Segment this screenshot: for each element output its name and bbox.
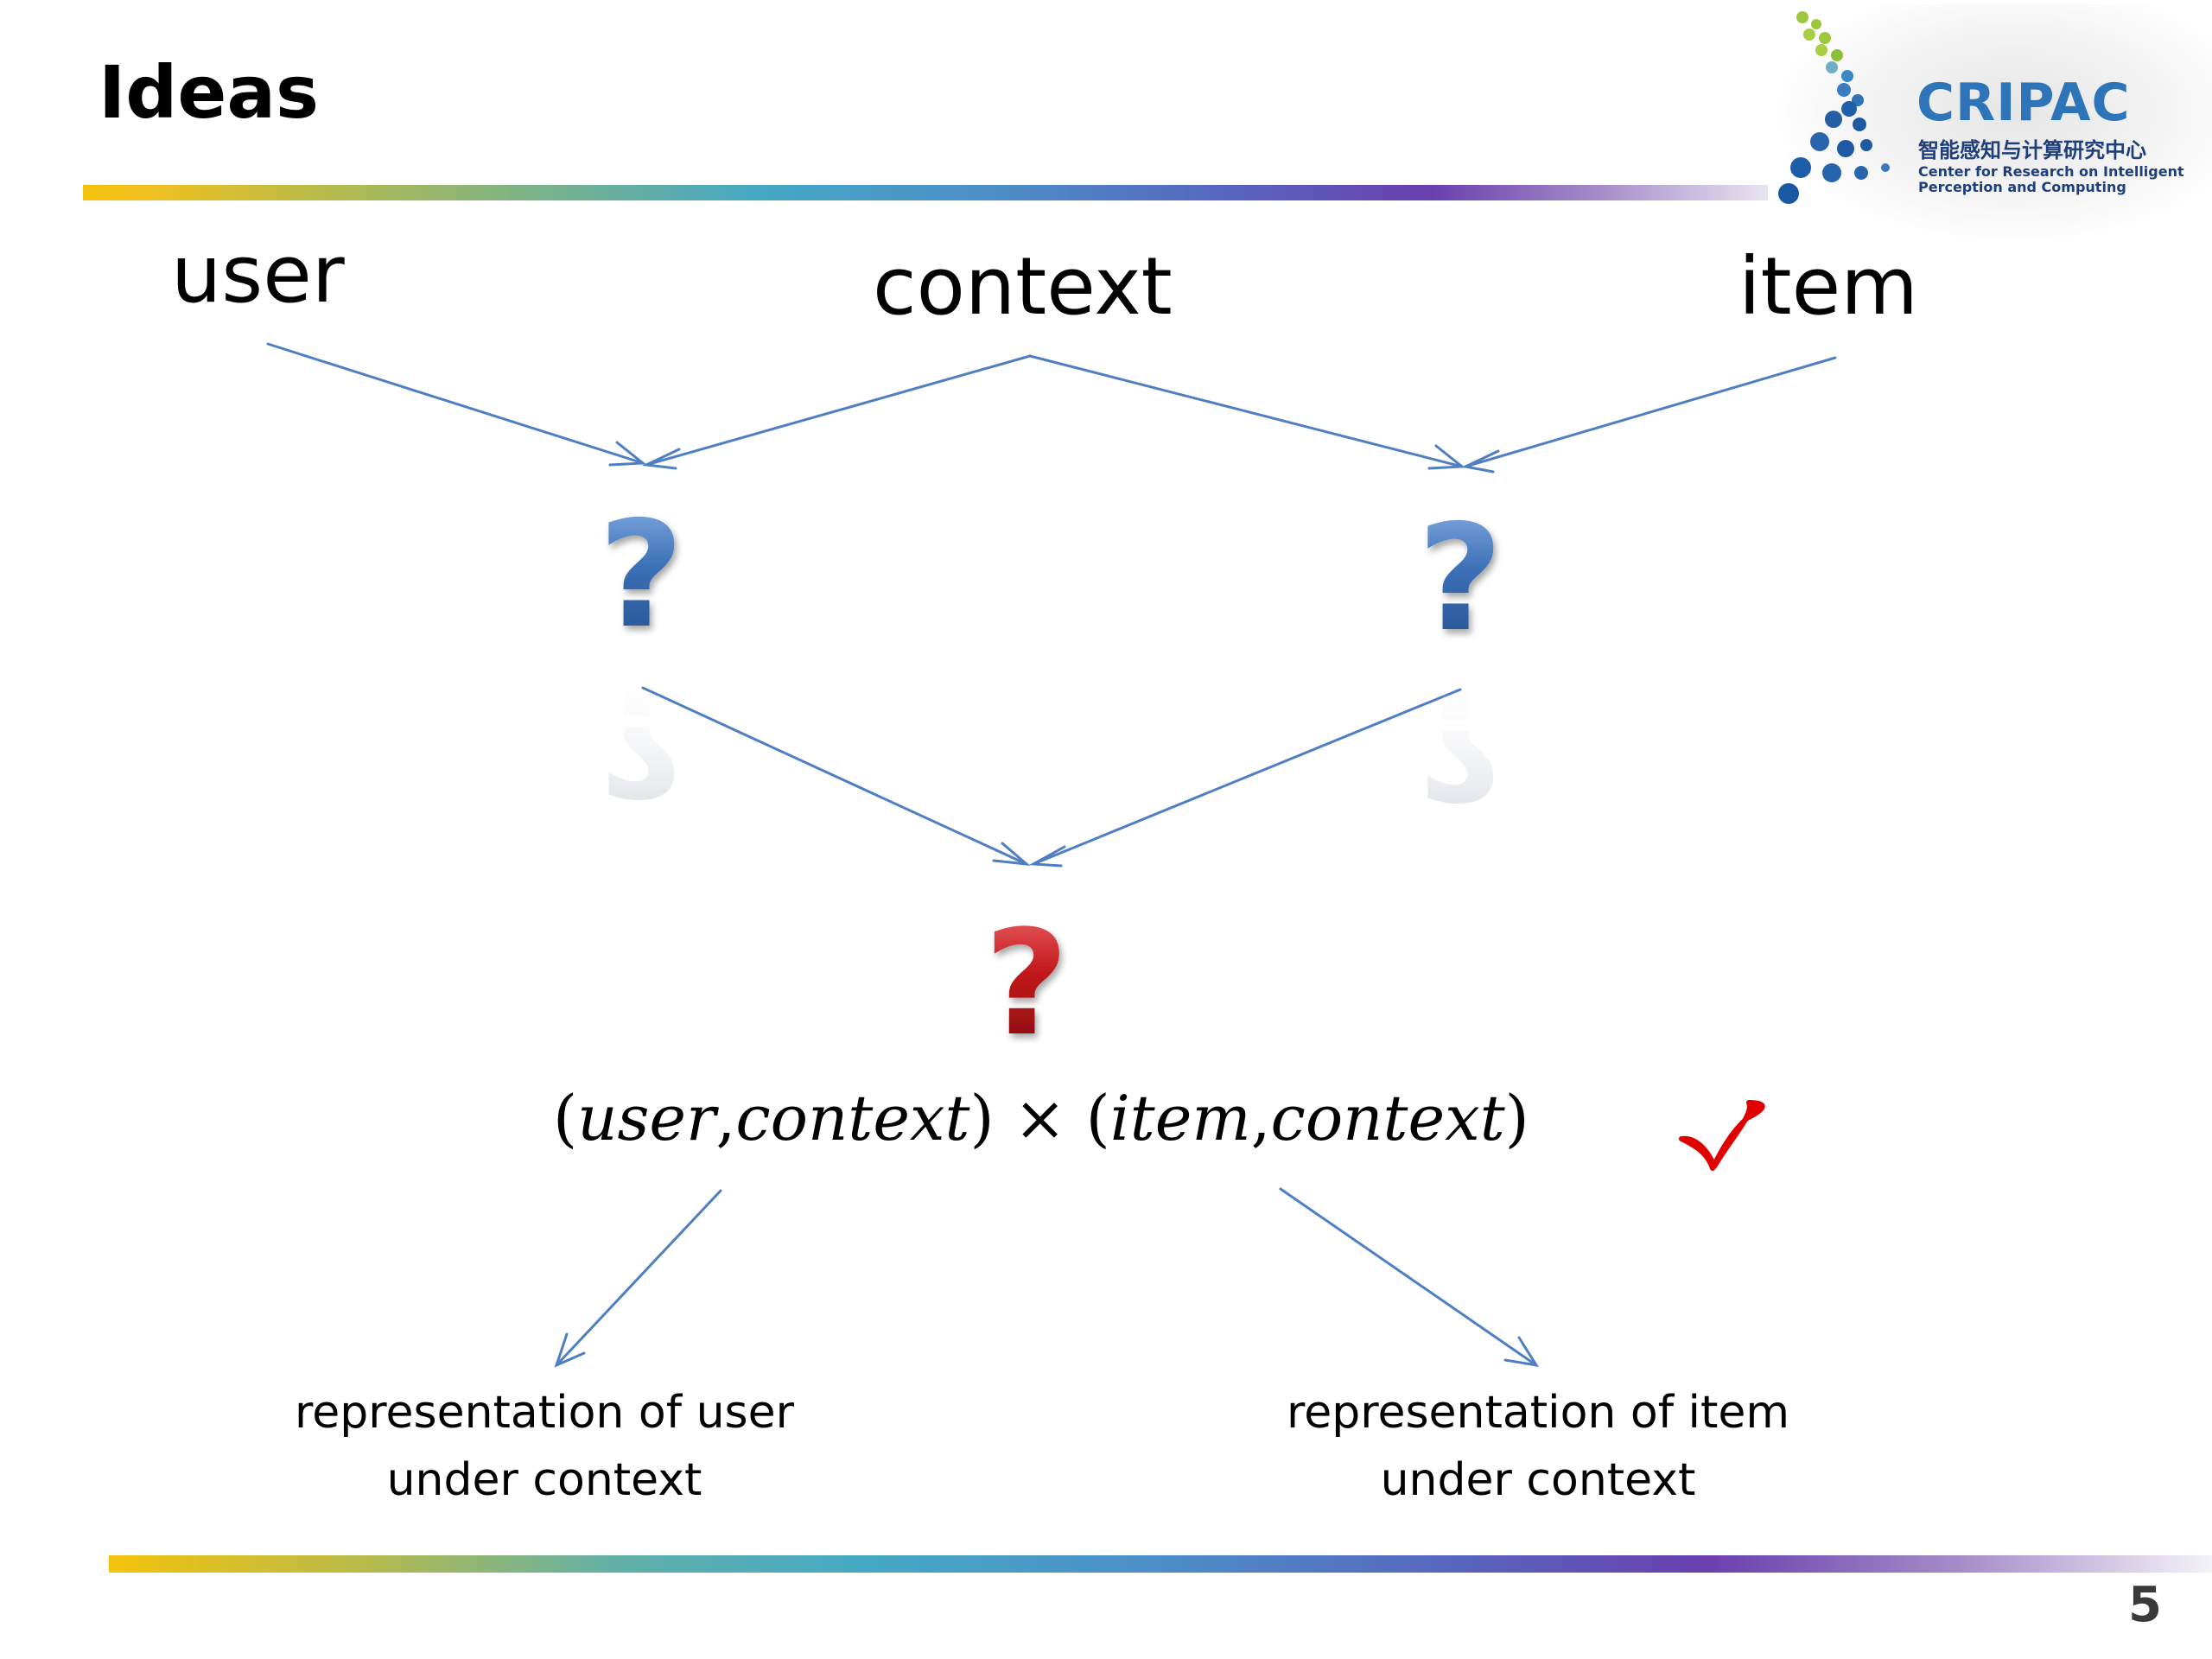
formula-close-paren-1: ) — [969, 1082, 995, 1154]
arrow-context-to-right-question — [1028, 354, 1464, 468]
formula-comma-2: , — [1250, 1082, 1271, 1154]
formula-open-paren-1: ( — [553, 1082, 578, 1154]
blue-question-mark-right-reflection: ? — [1418, 659, 1503, 830]
right-output-line2: under context — [1380, 1454, 1696, 1506]
page-number: 5 — [2128, 1577, 2162, 1633]
slide-title: Ideas — [99, 50, 320, 135]
arrow-right-question-to-red-question — [1032, 688, 1462, 866]
right-output-caption: representation of item under context — [1253, 1379, 1823, 1514]
red-question-mark-icon: ? — [984, 899, 1068, 1068]
left-output-line2: under context — [386, 1454, 702, 1506]
svg-text:?: ? — [1418, 659, 1503, 830]
arrow-user-to-left-question — [266, 342, 645, 465]
cripac-dots-icon — [1778, 11, 1890, 204]
blue-question-mark-left-icon: ? — [599, 490, 684, 661]
footer-rule — [109, 1555, 2212, 1573]
node-context: context — [873, 240, 1173, 333]
blue-question-mark-left-reflection: ? — [599, 656, 684, 827]
logo-chinese-name: 智能感知与计算研究中心 — [1918, 138, 2146, 162]
left-output-caption: representation of user under context — [259, 1379, 830, 1514]
left-output-line1: representation of user — [295, 1387, 794, 1439]
logo-name: CRIPAC — [1916, 73, 2131, 133]
logo-english-line1: Center for Research on Intelligent — [1918, 163, 2184, 180]
arrow-item-to-right-question — [1464, 356, 1837, 468]
blue-question-mark-right-icon: ? — [1418, 493, 1503, 664]
formula: (user,context) × (item,context) — [553, 1087, 1529, 1149]
arrow-left-question-to-red-question — [641, 686, 1028, 866]
title-underline — [83, 185, 1768, 200]
formula-term-context-1: context — [735, 1082, 970, 1154]
formula-comma-1: , — [715, 1082, 736, 1154]
svg-text:?: ? — [599, 656, 684, 827]
node-user: user — [171, 228, 345, 321]
svg-text:?: ? — [599, 490, 684, 661]
formula-close-paren-2: ) — [1504, 1082, 1529, 1154]
formula-term-user: user — [577, 1082, 716, 1154]
logo-english-line2: Perception and Computing — [1918, 179, 2126, 195]
arrow-to-left-output — [555, 1189, 722, 1367]
check-mark-icon — [1679, 1100, 1765, 1171]
node-item: item — [1738, 240, 1918, 333]
logo-english-name: Center for Research on Intelligent Perce… — [1918, 164, 2184, 195]
formula-times: × — [994, 1082, 1086, 1154]
arrow-context-to-left-question — [645, 354, 1032, 467]
formula-term-context-2: context — [1270, 1082, 1505, 1154]
svg-text:?: ? — [984, 899, 1068, 1068]
formula-open-paren-2: ( — [1085, 1082, 1110, 1154]
right-output-line1: representation of item — [1286, 1387, 1790, 1439]
cripac-logo: CRIPAC 智能感知与计算研究中心 Center for Research o… — [1771, 3, 2212, 245]
arrow-to-right-output — [1279, 1187, 1538, 1367]
formula-term-item: item — [1109, 1082, 1251, 1154]
svg-text:?: ? — [1418, 493, 1503, 664]
